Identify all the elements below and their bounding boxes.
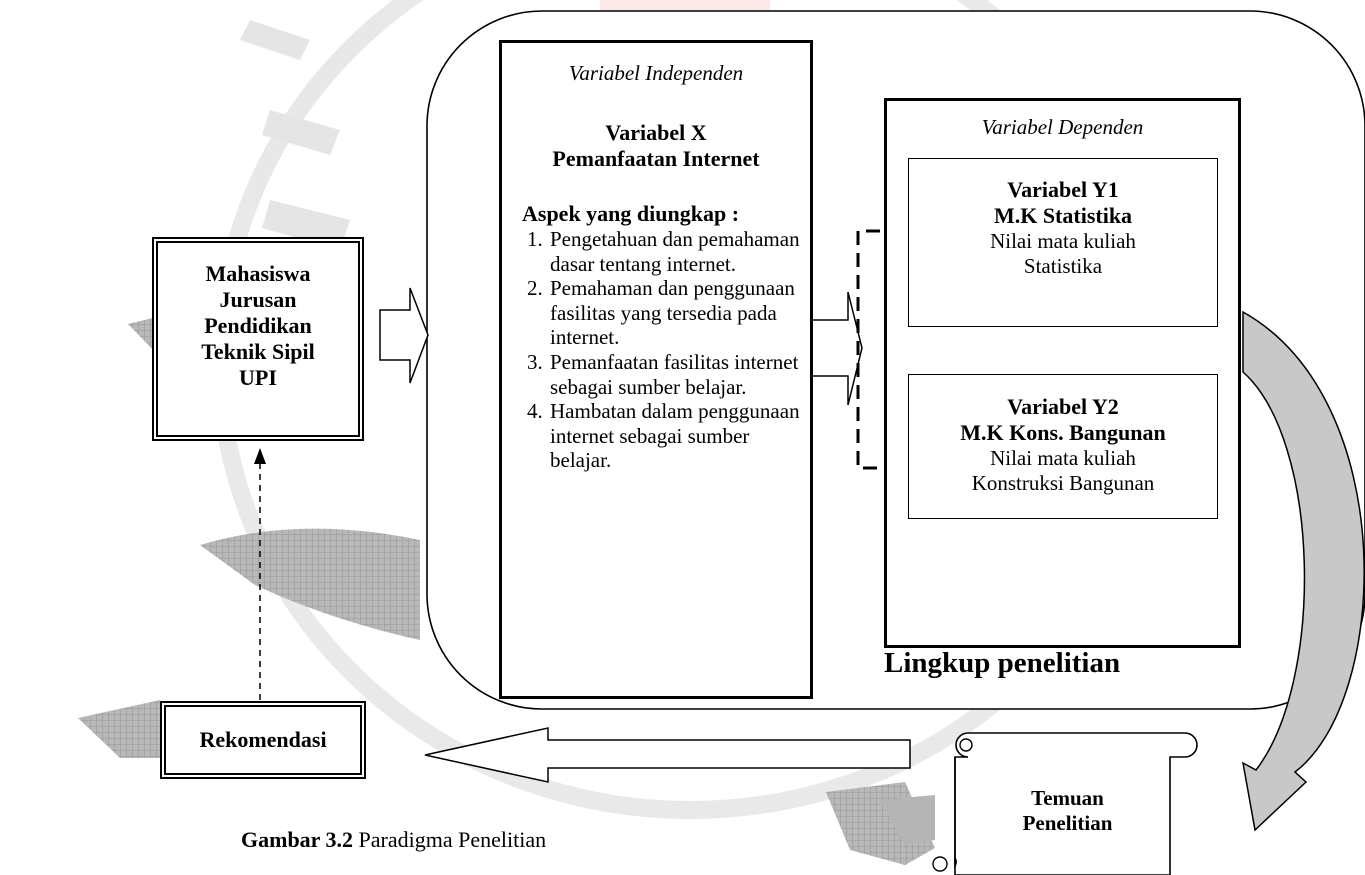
- mahasiswa-box: Mahasiswa Jurusan Pendidikan Teknik Sipi…: [152, 237, 364, 441]
- mahasiswa-line: Teknik Sipil: [201, 339, 315, 364]
- aspek-item: Pemanfaatan fasilitas internet sebagai s…: [548, 350, 804, 399]
- y2-subtitle: M.K Kons. Bangunan: [960, 420, 1166, 445]
- mahasiswa-line: Jurusan: [219, 287, 297, 312]
- temuan-line: Penelitian: [1022, 811, 1113, 835]
- temuan-scroll-shape: [932, 732, 1198, 875]
- dashed-arrow-to-mahasiswa: [254, 448, 266, 700]
- temuan-line: Temuan: [1031, 786, 1104, 810]
- mahasiswa-line: UPI: [239, 365, 277, 390]
- y2-desc: Nilai mata kuliah: [990, 446, 1136, 470]
- y1-desc: Nilai mata kuliah: [990, 229, 1136, 253]
- temuan-label: Temuan Penelitian: [965, 786, 1170, 836]
- arrow-temuan-to-rekomendasi: [424, 727, 911, 783]
- figure-title: Paradigma Penelitian: [353, 827, 547, 852]
- aspek-item: Pemahaman dan penggunaan fasilitas yang …: [548, 276, 804, 350]
- y1-title: Variabel Y1: [1007, 177, 1119, 202]
- mahasiswa-line: Mahasiswa: [205, 261, 311, 286]
- y2-desc: Konstruksi Bangunan: [971, 471, 1155, 495]
- aspek-item: Pengetahuan dan pemahaman dasar tentang …: [548, 227, 804, 276]
- independen-caption: Variabel Independen: [568, 61, 744, 85]
- rekomendasi-label: Rekomendasi: [199, 727, 327, 752]
- aspek-list: Pengetahuan dan pemahaman dasar tentang …: [522, 227, 804, 473]
- variabel-independen-box: Variabel Independen Variabel X Pemanfaat…: [499, 40, 813, 699]
- mahasiswa-line: Pendidikan: [204, 313, 312, 338]
- arrow-independen-to-dependen: [811, 291, 863, 406]
- curved-arrow-to-temuan: [1241, 310, 1365, 832]
- y2-title: Variabel Y2: [1007, 394, 1119, 419]
- aspek-item: Hambatan dalam penggunaan internet sebag…: [548, 399, 804, 473]
- rekomendasi-box: Rekomendasi: [160, 701, 366, 779]
- figure-number: Gambar 3.2: [241, 827, 354, 852]
- lingkup-label: Lingkup penelitian: [884, 647, 1121, 679]
- figure-caption: Gambar 3.2 Paradigma Penelitian: [241, 827, 546, 853]
- aspek-heading: Aspek yang diungkap :: [522, 201, 740, 226]
- arrow-mahasiswa-to-independen: [379, 287, 429, 384]
- y1-desc: Statistika: [1023, 254, 1103, 278]
- variabel-x-title: Variabel X: [605, 120, 707, 145]
- y1-subtitle: M.K Statistika: [993, 203, 1133, 228]
- variabel-y1-box: Variabel Y1 M.K Statistika Nilai mata ku…: [908, 158, 1218, 327]
- dependen-caption: Variabel Dependen: [981, 115, 1144, 139]
- variabel-y2-box: Variabel Y2 M.K Kons. Bangunan Nilai mat…: [908, 374, 1218, 519]
- variabel-x-subtitle: Pemanfaatan Internet: [552, 146, 760, 171]
